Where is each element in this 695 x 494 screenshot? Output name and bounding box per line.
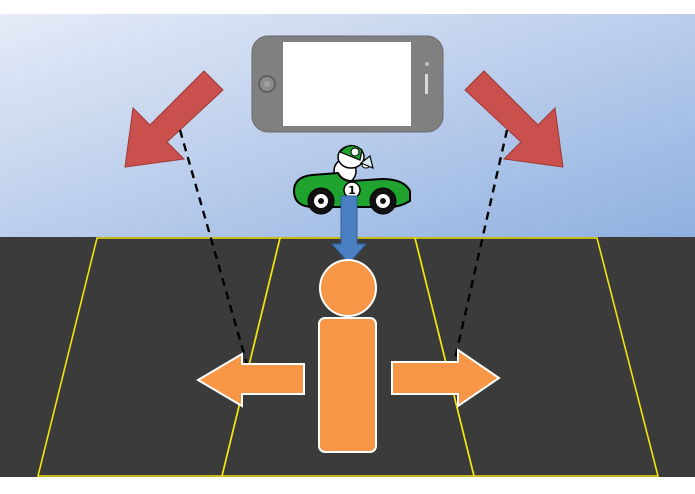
phone-speaker [425,74,428,94]
race-car-icon: 1 [292,144,411,215]
phone-camera [425,62,429,66]
lane-right [413,237,660,477]
person-body [318,317,377,453]
down-arrow-icon [330,195,368,264]
car-front-wheel [369,187,397,215]
car-number: 1 [348,184,356,197]
person-icon [318,259,377,453]
move-left-arrow-icon [196,352,305,408]
tilt-right-arrow-icon [464,70,564,168]
car-rear-wheel [307,187,335,215]
tilt-left-arrow-icon [124,70,224,168]
phone-screen [283,42,411,126]
smartphone-icon [251,35,444,133]
move-right-arrow-icon [391,348,501,408]
person-head [319,259,377,317]
